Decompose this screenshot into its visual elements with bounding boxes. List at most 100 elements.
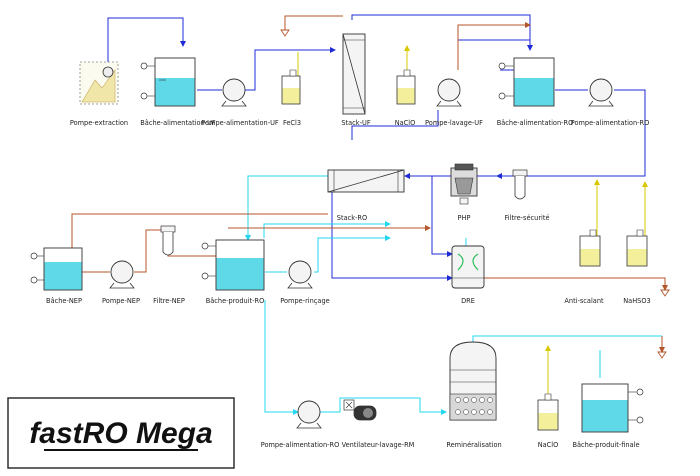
label-dre: DRE bbox=[461, 297, 475, 305]
stack-ro: Stack-RO bbox=[327, 169, 405, 222]
label-bache-alim-ro: Bâche-alimentation-RO bbox=[497, 119, 574, 127]
label-bache-alim-uf: Bâche-alimentation-UF bbox=[140, 119, 216, 127]
pipe-filtre-nep-to-produit bbox=[167, 248, 216, 257]
level-high-icon bbox=[30, 252, 38, 260]
php-pump: PHP bbox=[450, 163, 478, 222]
label-naclo-top: NaClO bbox=[395, 119, 416, 127]
dosing-pump-icon bbox=[289, 69, 297, 77]
label-stack-ro: Stack-RO bbox=[337, 214, 367, 222]
level-high-icon bbox=[636, 388, 644, 396]
pump-icon bbox=[110, 260, 134, 284]
bache-alimentation-ro: Bâche-alimentation-RO bbox=[497, 57, 574, 127]
label-fecl3: FeCl3 bbox=[283, 119, 301, 127]
label-pompe-extraction: Pompe-extraction bbox=[70, 119, 128, 127]
label-pompe-lavage-uf: Pompe-lavage-UF bbox=[425, 119, 483, 127]
stack-uf: Stack-UF bbox=[341, 33, 371, 127]
bache-produit-ro: Bâche-produit-RO bbox=[201, 239, 265, 305]
label-bache-produit-ro: Bâche-produit-RO bbox=[206, 297, 265, 305]
dosing-pump-icon bbox=[544, 393, 552, 401]
pipe-pompe-nep-to-filtre bbox=[134, 229, 168, 273]
label-remineralisation: Reminéralisation bbox=[446, 441, 501, 449]
label-bache-produit-finale: Bâche-produit-finale bbox=[572, 441, 639, 449]
label-naclo-bottom: NaClO bbox=[538, 441, 559, 449]
pipe-stack-ro-to-dre bbox=[331, 190, 453, 281]
nahso3-tank: NaHSO3 bbox=[623, 229, 651, 305]
label-stack-uf: Stack-UF bbox=[341, 119, 370, 127]
level-low-icon bbox=[636, 416, 644, 424]
level-low-icon bbox=[30, 276, 38, 284]
bache-produit-finale: Bâche-produit-finale bbox=[572, 383, 644, 449]
permeate-lines bbox=[245, 175, 662, 415]
label-nahso3: NaHSO3 bbox=[623, 297, 651, 305]
chemical-lines bbox=[297, 45, 648, 400]
pipe-stack-uf-top bbox=[351, 14, 533, 51]
pipe-stackuf-return bbox=[351, 110, 439, 140]
pipe-pompe-ro-to-remin bbox=[320, 397, 447, 415]
bache-alimentation-uf: Bâche-alimentation-UF bbox=[140, 57, 216, 127]
dre-unit: DRE bbox=[451, 245, 485, 305]
level-high-icon bbox=[140, 62, 148, 70]
pump-icon bbox=[589, 78, 613, 102]
pipe-dre-to-drain bbox=[484, 277, 668, 291]
level-high-icon bbox=[201, 242, 209, 250]
pompe-nep: Pompe-NEP bbox=[102, 260, 140, 305]
label-filtre-nep: Filtre-NEP bbox=[153, 297, 185, 305]
label-pompe-nep: Pompe-NEP bbox=[102, 297, 140, 305]
pipe-nep-top bbox=[69, 213, 328, 253]
label-anti-scalant: Anti-scalant bbox=[564, 297, 604, 305]
pipe-lavage-loop bbox=[457, 39, 530, 54]
label-php: PHP bbox=[458, 214, 471, 222]
filtre-nep: Filtre-NEP bbox=[153, 225, 185, 305]
concentrate-lines bbox=[69, 15, 668, 353]
label-pompe-alim-uf: Pompe-alimentation-UF bbox=[201, 119, 279, 127]
level-low-icon bbox=[498, 92, 506, 100]
dosing-pump-icon bbox=[403, 69, 411, 77]
fecl3-tank: FeCl3 bbox=[281, 69, 301, 127]
pipe-lavage-uf-up bbox=[457, 22, 531, 70]
pompe-alimentation-ro-bottom: Pompe-alimentation-RO bbox=[261, 400, 340, 449]
pump-icon bbox=[288, 260, 312, 284]
raw-water-lines bbox=[107, 14, 646, 281]
drain-icon bbox=[657, 351, 667, 359]
pump-icon bbox=[437, 78, 461, 102]
ventilateur-lavage-rm: Ventilateur-lavage-RM bbox=[342, 399, 415, 449]
anti-scalant-tank: Anti-scalant bbox=[564, 229, 604, 305]
label-pompe-alim-ro-top: Pompe-alimentation-RO bbox=[571, 119, 650, 127]
level-low-icon bbox=[140, 92, 148, 100]
dosing-pump-icon bbox=[636, 229, 644, 237]
pump-icon bbox=[222, 78, 246, 102]
level-low-icon bbox=[201, 272, 209, 280]
pipe-extraction-to-bache-uf bbox=[107, 17, 186, 63]
drain-icon bbox=[280, 29, 290, 37]
drain-icon bbox=[660, 289, 670, 297]
pump-icon bbox=[297, 400, 321, 424]
naclo-bottom-tank: NaClO bbox=[537, 393, 559, 449]
diagram-title: fastRO Mega bbox=[29, 417, 212, 450]
pipe-php-down-dre bbox=[431, 176, 453, 257]
bache-nep: Bâche-NEP bbox=[30, 247, 83, 305]
fan-icon bbox=[363, 408, 373, 418]
pompe-lavage-uf: Pompe-lavage-UF bbox=[425, 78, 483, 127]
drain-symbols bbox=[280, 29, 670, 359]
pipe-pompe-ro-out bbox=[496, 89, 646, 179]
label-pompe-alim-ro-bottom: Pompe-alimentation-RO bbox=[261, 441, 340, 449]
pompe-rincage: Pompe-rinçage bbox=[280, 260, 330, 305]
pompe-alimentation-uf: Pompe-alimentation-UF bbox=[201, 78, 279, 127]
pipe-produit-ro-down bbox=[264, 300, 299, 415]
filtre-securite: Filtre-sécurité bbox=[504, 169, 550, 222]
pipe-pompe-uf-to-stack bbox=[245, 47, 336, 91]
pompe-alimentation-ro-top: Pompe-alimentation-RO bbox=[571, 78, 650, 127]
dosing-pump-icon bbox=[589, 229, 597, 237]
pipe-rincage-loop bbox=[263, 221, 391, 238]
pipe-rincage-out bbox=[314, 235, 391, 273]
pipe-remin-top bbox=[472, 335, 662, 342]
pipe-stack-ro-permeate bbox=[245, 175, 328, 241]
pompe-extraction: Pompe-extraction bbox=[70, 61, 128, 127]
naclo-top-tank: NaClO bbox=[395, 69, 416, 127]
remineralisation-vessel: Reminéralisation bbox=[446, 341, 502, 449]
label-pompe-rincage: Pompe-rinçage bbox=[280, 297, 329, 305]
title-box: fastRO Mega bbox=[7, 397, 235, 469]
extraction-pump-icon bbox=[102, 66, 114, 78]
